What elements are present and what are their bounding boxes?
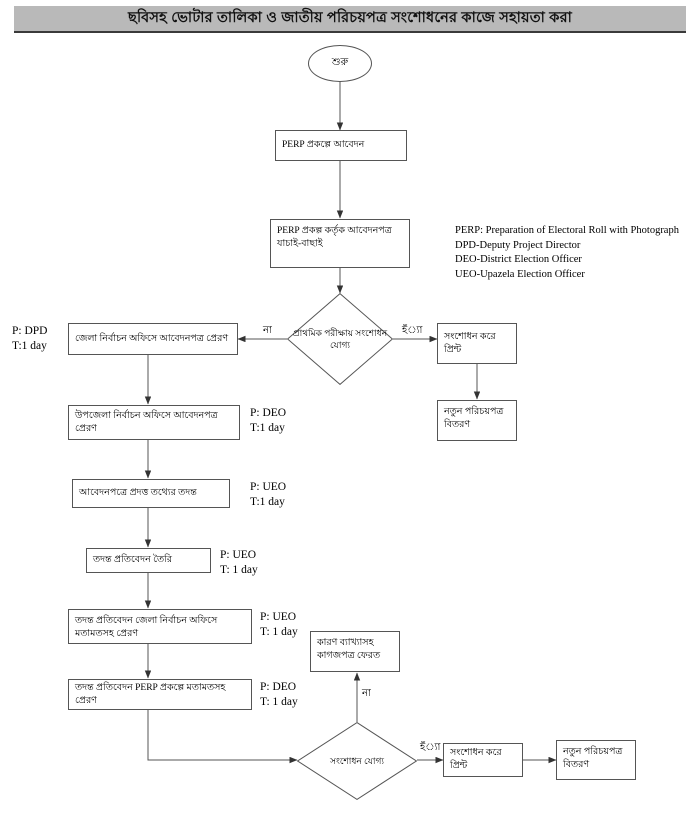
node-correct-print-primary-label: সংশোধন করে প্রিন্ট [444,331,496,355]
node-start-label: শুরু [331,57,349,68]
node-decision-secondary[interactable]: সংশোধন যোগ্য [297,722,417,800]
annotation-ueo-second: P: UEO T: 1 day [220,549,258,576]
header-banner: ছবিসহ ভোটার তালিকা ও জাতীয় পরিচয়পত্র স… [14,6,686,33]
node-decision-primary[interactable]: প্রাথমিক পরীক্ষায় সংশোধন যোগ্য [287,293,393,385]
node-correct-print-secondary[interactable]: সংশোধন করে প্রিন্ট [443,743,523,777]
legend-line-dpd: DPD-Deputy Project Director [455,239,581,251]
legend: PERP: Preparation of Electoral Roll with… [455,224,679,282]
node-start[interactable]: শুরু [308,45,372,82]
diamond-outline-primary [287,293,393,385]
node-send-district-label: জেলা নির্বাচন অফিসে আবেদনপত্র প্রেরণ [75,333,229,344]
legend-line-ueo: UEO-Upazela Election Officer [455,268,585,280]
node-report-to-district[interactable]: তদন্ত প্রতিবেদন জেলা নির্বাচন অফিসে মতাম… [68,609,252,644]
annotation-dpd: P: DPD T:1 day [12,325,48,352]
legend-line-deo: DEO-District Election Officer [455,254,582,265]
edge-label-yes-primary: হঁ্যা [402,325,423,336]
node-report-to-perp-label: তদন্ত প্রতিবেদন PERP প্রকল্পে মতামতসহ প্… [75,682,226,706]
edge-label-no-secondary: না [362,688,371,699]
node-verify[interactable]: PERP প্রকল্প কর্তৃক আবেদনপত্র যাচাই-বাছা… [270,219,410,268]
annotation-ueo-third: P: UEO T: 1 day [260,611,298,638]
node-new-card-primary[interactable]: নতুন পরিচয়পত্র বিতরণ [437,400,517,441]
node-investigate[interactable]: আবেদনপত্রে প্রদত্ত তথ্যের তদন্ত [72,479,230,508]
node-report[interactable]: তদন্ত প্রতিবেদন তৈরি [86,548,211,573]
node-new-card-secondary[interactable]: নতুন পরিচয়পত্র বিতরণ [556,740,636,780]
node-new-card-primary-label: নতুন পরিচয়পত্র বিতরণ [444,407,504,430]
node-report-to-district-label: তদন্ত প্রতিবেদন জেলা নির্বাচন অফিসে মতাম… [75,616,218,639]
node-correct-print-secondary-label: সংশোধন করে প্রিন্ট [450,748,502,771]
node-report-to-perp[interactable]: তদন্ত প্রতিবেদন PERP প্রকল্পে মতামতসহ প্… [68,679,252,710]
edge-label-yes-secondary: হঁ্যা [420,742,441,753]
node-send-upazila-label: উপজেলা নির্বাচন অফিসে আবেদনপত্র প্রেরণ [75,410,218,434]
node-investigate-label: আবেদনপত্রে প্রদত্ত তথ্যের তদন্ত [79,488,197,498]
node-return-papers[interactable]: কারণ ব্যাখ্যাসহ কাগজপত্র ফেরত [310,631,400,672]
node-apply-label: PERP প্রকল্পে আবেদন [282,140,365,150]
diamond-outline-secondary [297,722,417,800]
node-correct-print-primary[interactable]: সংশোধন করে প্রিন্ট [437,323,517,364]
annotation-deo-first: P: DEO T:1 day [250,407,287,434]
page-title: ছবিসহ ভোটার তালিকা ও জাতীয় পরিচয়পত্র স… [128,10,572,26]
node-apply[interactable]: PERP প্রকল্পে আবেদন [275,130,407,161]
node-new-card-secondary-label: নতুন পরিচয়পত্র বিতরণ [563,747,623,770]
edge-label-no-primary: না [263,325,272,336]
node-report-label: তদন্ত প্রতিবেদন তৈরি [93,555,173,565]
node-send-upazila[interactable]: উপজেলা নির্বাচন অফিসে আবেদনপত্র প্রেরণ [68,405,240,440]
annotation-ueo-first: P: UEO T:1 day [250,481,287,508]
node-return-papers-label: কারণ ব্যাখ্যাসহ কাগজপত্র ফেরত [317,638,381,661]
annotation-deo-second: P: DEO T: 1 day [260,681,298,708]
legend-line-perp: PERP: Preparation of Electoral Roll with… [455,225,679,236]
node-verify-label: PERP প্রকল্প কর্তৃক আবেদনপত্র যাচাই-বাছা… [277,226,392,249]
node-send-district[interactable]: জেলা নির্বাচন অফিসে আবেদনপত্র প্রেরণ [68,323,238,355]
